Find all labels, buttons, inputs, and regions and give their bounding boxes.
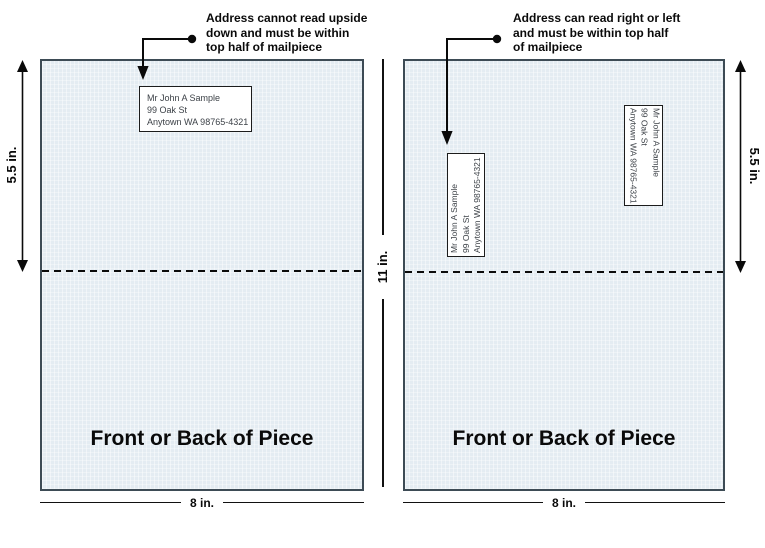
dimension-line <box>40 501 181 504</box>
up-arrowhead-icon <box>735 60 746 72</box>
center-dimension-line-top <box>382 59 384 235</box>
annotation-line: Address cannot read upside <box>206 11 368 25</box>
left-annotation-connector-arrow <box>137 34 197 80</box>
right-width-dimension-label: 8 in. <box>552 495 577 510</box>
right-annotation: Address can read right or left and must … <box>513 11 680 55</box>
right-height-dimension-label: 5.5 in. <box>747 147 762 185</box>
dimension-line <box>223 501 365 504</box>
right-front-or-back-label: Front or Back of Piece <box>452 427 676 450</box>
annotation-line: and must be within top half <box>513 25 669 40</box>
address-line: Mr John A Sample <box>448 184 459 253</box>
address-line: Anytown WA 98765-4321 <box>147 117 249 127</box>
down-arrowhead-icon <box>441 131 453 145</box>
left-annotation: Address cannot read upside down and must… <box>206 11 367 55</box>
left-address-block: Mr John A Sample 99 Oak St Anytown WA 98… <box>139 86 252 132</box>
right-address-block-reading-left: Mr John A Sample 99 Oak St Anytown WA 98… <box>447 153 485 257</box>
address-line: Mr John A Sample <box>650 107 661 177</box>
left-fold-dashed-line <box>42 270 362 272</box>
right-annotation-connector-arrow <box>441 34 502 145</box>
down-arrowhead-icon <box>137 66 149 80</box>
left-width-dimension-label: 8 in. <box>190 495 215 510</box>
connector-line <box>446 38 497 132</box>
center-height-dimension-label: 11 in. <box>375 250 390 284</box>
address-line: 99 Oak St <box>639 107 650 146</box>
up-arrowhead-icon <box>17 60 28 72</box>
left-height-dimension-label: 5.5 in. <box>4 146 19 184</box>
annotation-line: top half of mailpiece <box>206 40 323 54</box>
rotated-address-text: Mr John A Sample 99 Oak St Anytown WA 98… <box>626 108 661 204</box>
right-fold-dashed-line <box>405 271 723 273</box>
right-width-dimension: 8 in. <box>403 495 726 510</box>
down-arrowhead-icon <box>735 261 746 273</box>
annotation-line: Address can read right or left <box>513 11 681 25</box>
right-height-dimension-arrow <box>735 60 746 273</box>
left-width-dimension: 8 in. <box>40 495 365 510</box>
dimension-line <box>403 501 543 504</box>
address-line: 99 Oak St <box>460 215 471 253</box>
annotation-line: of mailpiece <box>513 40 583 54</box>
down-arrowhead-icon <box>17 260 28 272</box>
annotation-line: down and must be within <box>206 25 350 40</box>
address-line: 99 Oak St <box>147 105 188 115</box>
rotated-address-text: Mr John A Sample 99 Oak St Anytown WA 98… <box>449 157 484 253</box>
dimension-line <box>585 501 726 504</box>
center-dimension-line-bottom <box>382 299 384 487</box>
right-address-block-reading-right: Mr John A Sample 99 Oak St Anytown WA 98… <box>624 105 663 206</box>
left-front-or-back-label: Front or Back of Piece <box>90 427 314 450</box>
address-line: Mr John A Sample <box>147 93 221 103</box>
left-height-dimension-arrow <box>17 60 28 272</box>
left-mailpiece-outline: Mr John A Sample 99 Oak St Anytown WA 98… <box>40 59 364 491</box>
connector-line <box>142 38 192 67</box>
right-mailpiece-outline: Mr John A Sample 99 Oak St Anytown WA 98… <box>403 59 725 491</box>
address-line: Anytown WA 98765-4321 <box>627 107 638 204</box>
address-line: Anytown WA 98765-4321 <box>471 157 482 253</box>
